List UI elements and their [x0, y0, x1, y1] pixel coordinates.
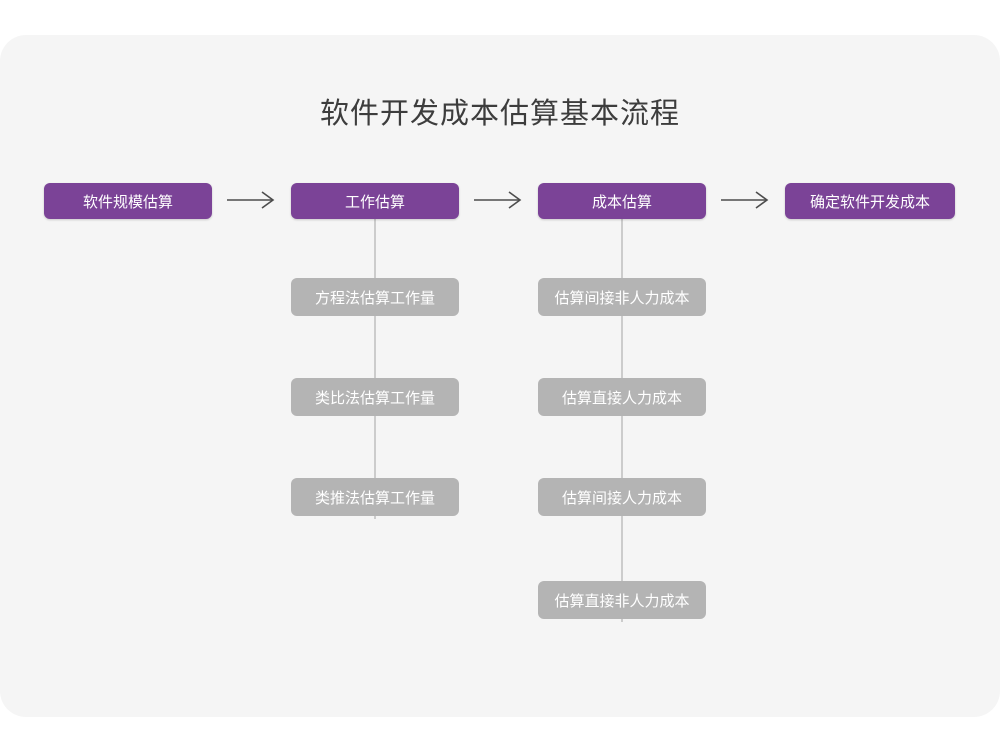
right-arrow-icon-1 — [226, 189, 280, 211]
cost-branch-item-label: 估算间接人力成本 — [561, 489, 682, 507]
flow-node-label: 成本估算 — [591, 193, 652, 211]
flow-node-step-3[interactable]: 成本估算 — [538, 183, 706, 219]
effort-branch-connector — [374, 219, 376, 519]
flow-node-label: 软件规模估算 — [82, 193, 173, 211]
effort-branch-item-label: 方程法估算工作量 — [314, 289, 435, 307]
diagram-card — [0, 35, 1000, 717]
flow-node-label: 确定软件开发成本 — [809, 193, 930, 211]
cost-branch-item-label: 估算直接非人力成本 — [554, 592, 690, 610]
cost-branch-connector — [621, 219, 623, 622]
effort-branch-item-2[interactable]: 类比法估算工作量 — [291, 378, 459, 416]
right-arrow-icon-3 — [720, 189, 774, 211]
flow-node-step-4[interactable]: 确定软件开发成本 — [785, 183, 955, 219]
cost-branch-item-label: 估算直接人力成本 — [561, 389, 682, 407]
cost-branch-item-1[interactable]: 估算间接非人力成本 — [538, 278, 706, 316]
cost-branch-item-2[interactable]: 估算直接人力成本 — [538, 378, 706, 416]
cost-branch-item-4[interactable]: 估算直接非人力成本 — [538, 581, 706, 619]
flow-node-step-1[interactable]: 软件规模估算 — [44, 183, 212, 219]
flow-node-step-2[interactable]: 工作估算 — [291, 183, 459, 219]
right-arrow-icon-2 — [473, 189, 527, 211]
flow-node-label: 工作估算 — [344, 193, 405, 211]
cost-branch-item-label: 估算间接非人力成本 — [554, 289, 690, 307]
effort-branch-item-1[interactable]: 方程法估算工作量 — [291, 278, 459, 316]
effort-branch-item-label: 类比法估算工作量 — [314, 389, 435, 407]
cost-branch-item-3[interactable]: 估算间接人力成本 — [538, 478, 706, 516]
page-title: 软件开发成本估算基本流程 — [319, 98, 680, 130]
effort-branch-item-3[interactable]: 类推法估算工作量 — [291, 478, 459, 516]
effort-branch-item-label: 类推法估算工作量 — [314, 489, 435, 507]
